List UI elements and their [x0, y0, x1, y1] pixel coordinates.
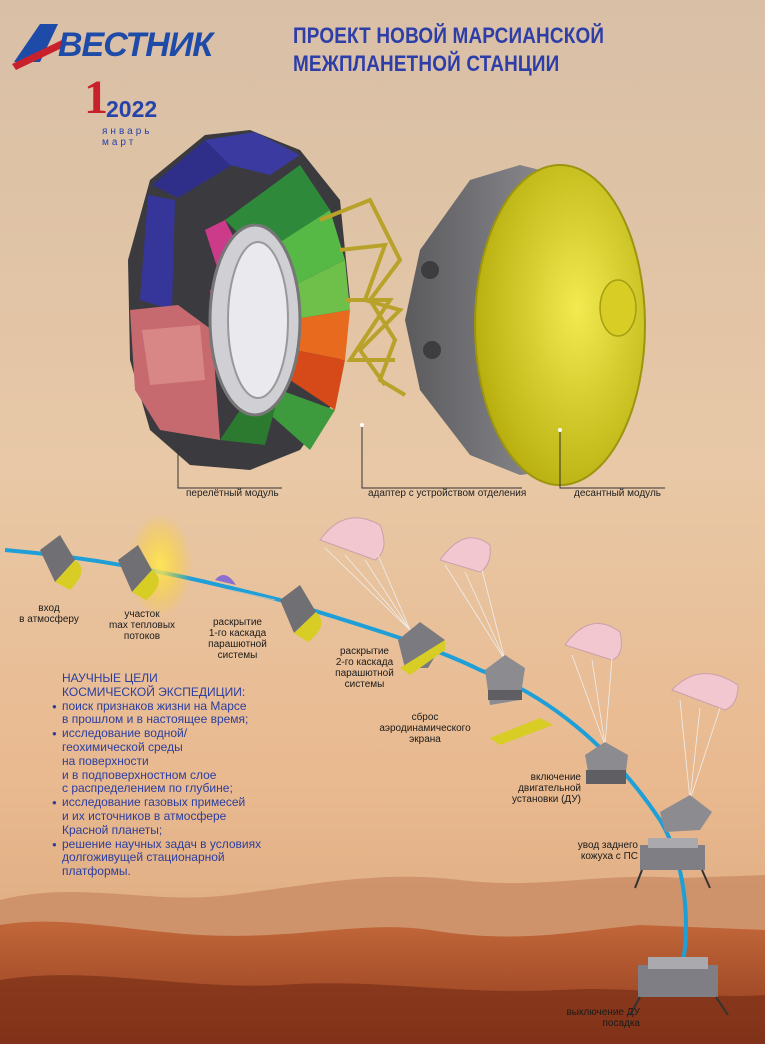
label-adapter: адаптер с устройством отделения	[368, 488, 527, 499]
module-leader-lines	[177, 425, 665, 489]
back-shell	[660, 795, 712, 832]
capsule-entry	[40, 535, 82, 590]
capsule-heat	[118, 545, 159, 600]
issue-number: 1	[84, 71, 108, 124]
lander-touchdown	[629, 957, 729, 1016]
pilot-chute	[215, 575, 276, 601]
lander-hover	[634, 838, 711, 889]
goal-item: решение научных задач в условиях долгожи…	[52, 837, 302, 879]
logo-mark	[12, 24, 66, 70]
lander-engine-on	[585, 742, 628, 784]
capsule-chute1	[280, 585, 322, 642]
goals-heading-1: НАУЧНЫЕ ЦЕЛИ	[62, 671, 158, 685]
parachute-main-1	[319, 517, 411, 631]
science-goals: НАУЧНЫЕ ЦЕЛИ КОСМИЧЕСКОЙ ЭКСПЕДИЦИИ: пои…	[52, 671, 302, 879]
issue-month-end: март	[102, 137, 137, 148]
goal-item: исследование газовых примесей и их источ…	[52, 795, 302, 837]
leader-dot	[558, 428, 562, 432]
goal-item: исследование водной/ геохимической среды…	[52, 726, 302, 796]
goals-list: поиск признаков жизни на Марсе в прошлом…	[52, 699, 302, 879]
title-line-1: ПРОЕКТ НОВОЙ МАРСИАНСКОЙ	[293, 23, 605, 48]
lander-illustration	[405, 164, 646, 486]
issue-year: 2022	[106, 96, 158, 122]
label-lander-module: десантный модуль	[574, 488, 662, 499]
title-line-2: МЕЖПЛАНЕТНОЙ СТАНЦИИ	[293, 51, 560, 76]
page-title: ПРОЕКТ НОВОЙ МАРСИАНСКОЙ МЕЖПЛАНЕТНОЙ СТ…	[293, 22, 604, 78]
cruise-module-illustration	[128, 130, 350, 470]
label-cruise-module: перелётный модуль	[186, 488, 279, 499]
adapter-illustration	[319, 197, 407, 397]
mars-terrain	[0, 875, 765, 1044]
issue-month-start: январь	[102, 126, 153, 137]
parachute-back	[671, 673, 739, 801]
parachute-main-3	[564, 623, 622, 746]
goals-heading-2: КОСМИЧЕСКОЙ ЭКСПЕДИЦИИ:	[62, 684, 246, 699]
capsule-chute2	[398, 622, 445, 675]
dropped-heatshield	[490, 718, 553, 745]
logo-title: ВЕСТНИК	[58, 26, 213, 64]
leader-dot	[360, 423, 364, 427]
parachute-main-2	[439, 537, 506, 661]
goal-item: поиск признаков жизни на Марсе в прошлом…	[52, 699, 302, 728]
lander-shield-drop	[485, 655, 525, 705]
